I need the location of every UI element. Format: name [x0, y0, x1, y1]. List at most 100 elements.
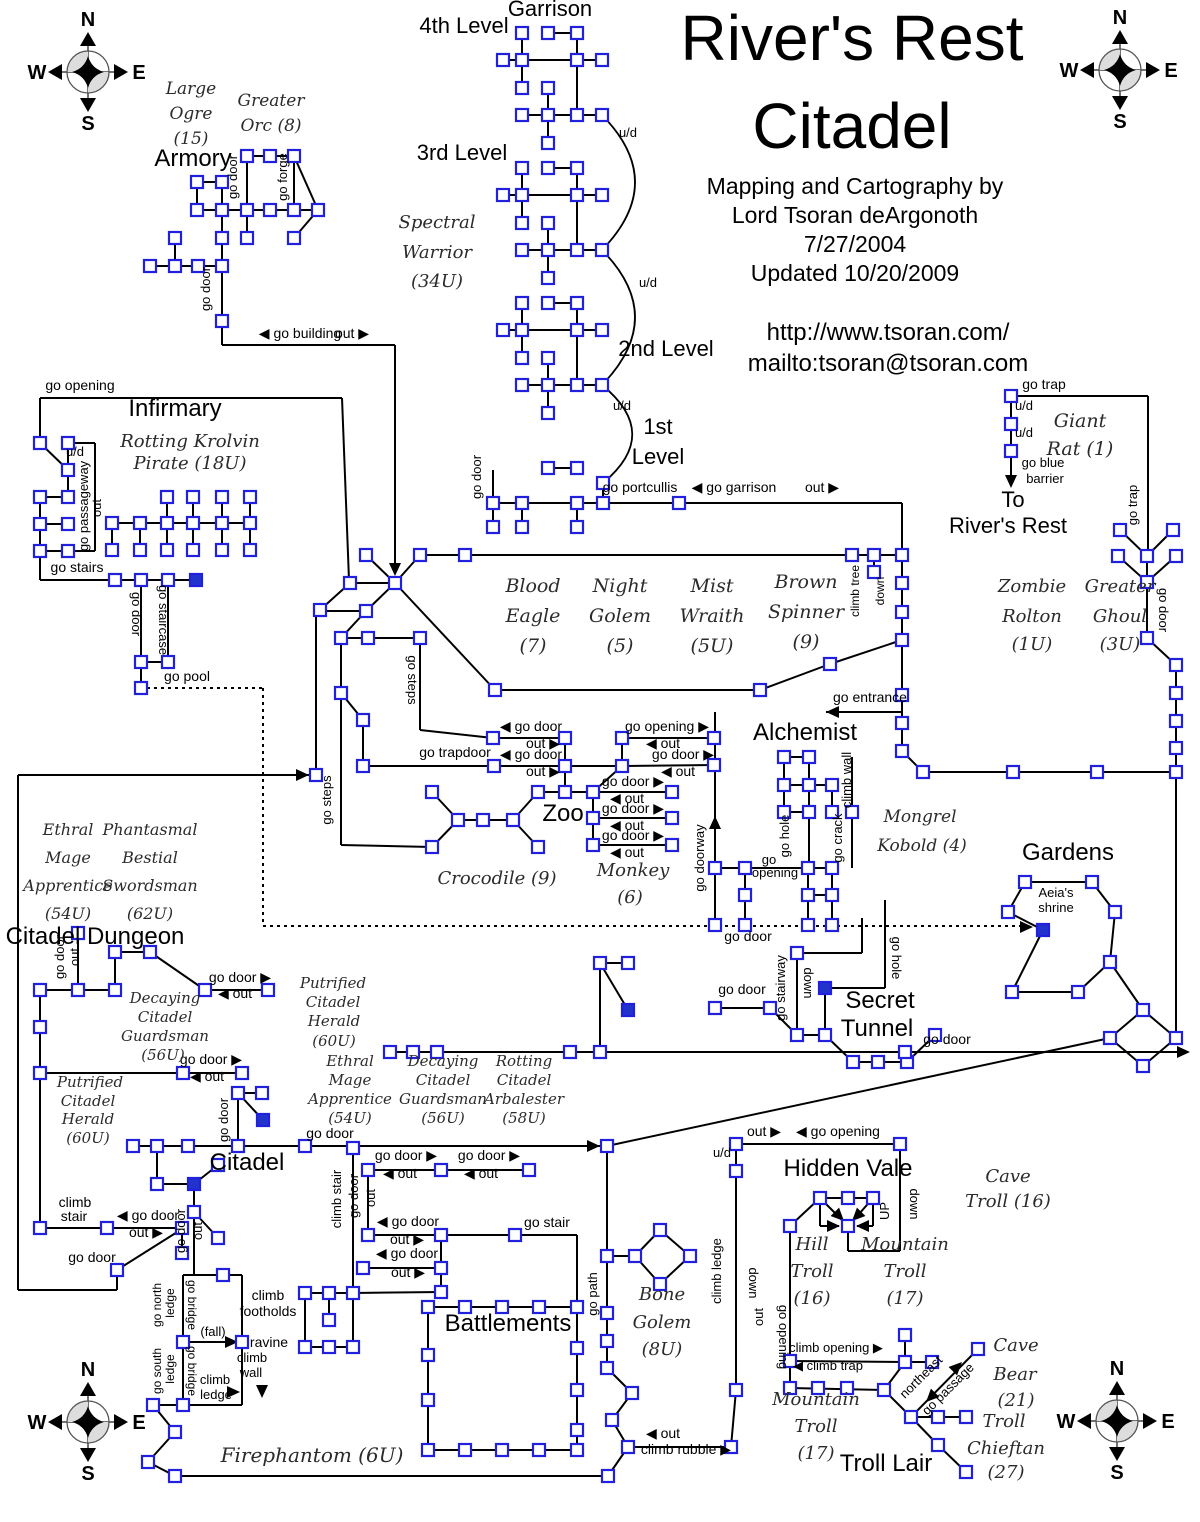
map-label: (60U) [66, 1129, 110, 1147]
arrow-icon [948, 1362, 962, 1376]
map-room-node [776, 749, 792, 765]
map-room-node [104, 542, 120, 558]
map-room-node [412, 630, 428, 646]
map-label: Spinner [768, 601, 846, 623]
map-label: climb wall [839, 752, 854, 808]
map-room-node [70, 925, 86, 941]
map-room-node [569, 495, 585, 511]
map-room-node [358, 603, 374, 619]
map-room-node [531, 1299, 547, 1315]
map-room-node [214, 313, 230, 329]
map-label: ◀ go door [377, 1213, 439, 1229]
map-room-node [897, 1327, 913, 1343]
map-room-node [420, 1299, 436, 1315]
map-label: Golem [589, 605, 651, 627]
map-label: go passageway [76, 460, 91, 551]
map-label: go south [150, 1348, 164, 1394]
map-edge [116, 1228, 183, 1271]
map-room-node [894, 575, 910, 591]
map-room-node [594, 52, 610, 68]
map-label: go stairs [51, 559, 104, 575]
map-room-node [876, 1382, 892, 1398]
arrow-icon [826, 706, 839, 718]
map-room-node [664, 810, 680, 826]
map-room-node [817, 1027, 833, 1043]
map-room-node [652, 1276, 668, 1292]
map-label: Bear [992, 1364, 1038, 1385]
map-label: go door ▶ [375, 1147, 437, 1163]
map-label: 2nd Level [618, 336, 713, 361]
map-label: out ▶ [526, 735, 560, 751]
map-room-node [569, 519, 585, 535]
map-room-node [737, 860, 753, 876]
map-room-node [297, 1138, 313, 1154]
compass-south-arrow-icon [1112, 96, 1128, 110]
compass-ring [66, 1400, 110, 1444]
map-room-node [132, 515, 148, 531]
map-room-node [894, 604, 910, 620]
map-label: go door ▶ [209, 969, 271, 985]
map-label: u/d [713, 1145, 731, 1160]
map-room-node [723, 1439, 739, 1455]
map-room-node [230, 1138, 246, 1154]
map-room-node [800, 860, 816, 876]
map-room-node [239, 148, 255, 164]
map-room-node-solid [817, 980, 833, 996]
map-room-node-solid [186, 1176, 202, 1192]
map-room-node [234, 1334, 250, 1350]
compass-ring [1098, 48, 1142, 92]
map-label: Citadel [138, 1008, 193, 1026]
map-edge [341, 397, 350, 581]
map-room-node [540, 25, 556, 41]
compass-south-arrow-icon [80, 1448, 96, 1462]
map-label: Guardsman [399, 1090, 487, 1108]
map-label: (58U) [502, 1109, 546, 1127]
map-room-node [495, 52, 511, 68]
compass-letter: E [132, 62, 145, 84]
map-label: climb ledge [709, 1238, 724, 1304]
map-room-node [310, 202, 326, 218]
map-room-node [32, 1220, 48, 1236]
map-label: (fall) [200, 1324, 225, 1339]
map-room-node [286, 148, 302, 164]
map-label: out ▶ [391, 1264, 425, 1280]
map-room-node [507, 1227, 523, 1243]
map-room-node [569, 377, 585, 393]
map-label: (60U) [312, 1032, 356, 1050]
map-label: Night [592, 575, 648, 597]
map-label: Mage [44, 848, 91, 867]
map-room-node [333, 630, 349, 646]
map-room-node [387, 575, 403, 591]
map-room-node [782, 1380, 798, 1396]
compass-star-icon [1104, 54, 1136, 86]
map-room-node [569, 1442, 585, 1458]
map-room-node [514, 242, 530, 258]
map-room-node [485, 519, 501, 535]
map-room-node [706, 730, 722, 746]
map-room-node [32, 543, 48, 559]
map-label: go door ▶ [602, 800, 664, 816]
map-room-node [540, 350, 556, 366]
map-room-node [540, 135, 556, 151]
map-label: mailto:tsoran@tsoran.com [748, 350, 1028, 377]
compass-letter: S [1110, 1462, 1123, 1484]
map-room-node [514, 215, 530, 231]
map-room-node [107, 572, 123, 588]
map-label: Apprentice [306, 1090, 392, 1108]
map-room-node [915, 764, 931, 780]
map-room-node [1168, 685, 1184, 701]
map-label: Citadel [416, 1071, 471, 1089]
map-room-node [894, 743, 910, 759]
map-room-node [242, 515, 258, 531]
map-room-node [801, 749, 817, 765]
map-room-node [728, 1382, 744, 1398]
map-room-node [142, 258, 158, 274]
map-label: climb [237, 1350, 267, 1365]
map-label: go stair [524, 1214, 570, 1230]
map-room-node [262, 148, 278, 164]
map-label: ◀ out [646, 735, 680, 751]
map-room-node [569, 295, 585, 311]
map-room-node [234, 1065, 250, 1081]
map-edge [829, 639, 903, 665]
map-room-node [433, 1260, 449, 1276]
